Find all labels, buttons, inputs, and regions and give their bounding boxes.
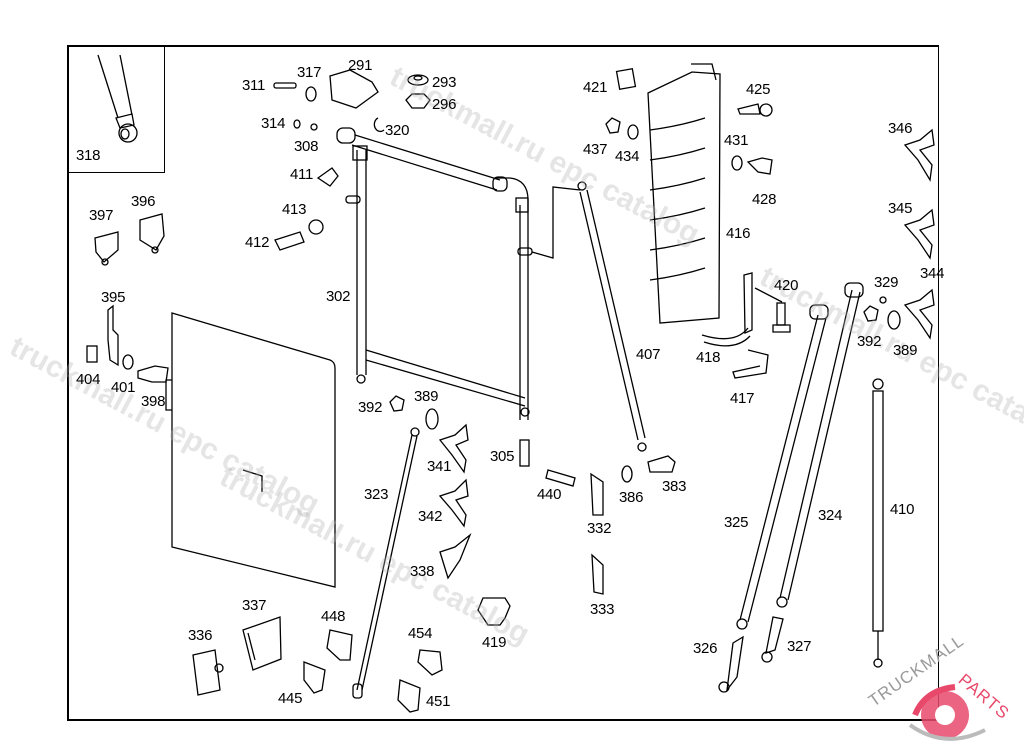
strut-325-icon xyxy=(736,304,829,630)
hardware-right-icon xyxy=(605,67,773,175)
gear-logo-icon xyxy=(908,684,986,741)
callout-404[interactable]: 404 xyxy=(76,371,101,388)
callout-413[interactable]: 413 xyxy=(282,201,307,218)
panel-icon xyxy=(165,312,336,588)
callout-396[interactable]: 396 xyxy=(131,193,156,210)
callout-345[interactable]: 345 xyxy=(888,200,913,217)
callout-320[interactable]: 320 xyxy=(385,122,410,139)
callout-401[interactable]: 401 xyxy=(111,379,136,396)
callout-389[interactable]: 389 xyxy=(893,342,918,359)
callout-425[interactable]: 425 xyxy=(746,81,771,98)
callout-392[interactable]: 392 xyxy=(857,333,882,350)
callout-397[interactable]: 397 xyxy=(89,207,114,224)
callout-451[interactable]: 451 xyxy=(426,693,451,710)
brackets-left-icon xyxy=(86,213,169,383)
callout-454[interactable]: 454 xyxy=(408,625,433,642)
strut-324-icon xyxy=(776,282,864,608)
callout-434[interactable]: 434 xyxy=(615,148,640,165)
callout-293[interactable]: 293 xyxy=(432,74,457,91)
detail-inset xyxy=(67,45,165,173)
callout-383[interactable]: 383 xyxy=(662,478,687,495)
callout-420[interactable]: 420 xyxy=(774,277,799,294)
callout-412[interactable]: 412 xyxy=(245,234,270,251)
callout-416[interactable]: 416 xyxy=(726,225,751,242)
strut-407-icon xyxy=(577,181,647,452)
callout-336[interactable]: 336 xyxy=(188,627,213,644)
callout-317[interactable]: 317 xyxy=(297,64,322,81)
brackets-bottom-icon xyxy=(192,616,443,713)
callout-314[interactable]: 314 xyxy=(261,115,286,132)
callout-417[interactable]: 417 xyxy=(730,390,755,407)
diagram-frame xyxy=(67,45,939,721)
callout-332[interactable]: 332 xyxy=(587,520,612,537)
callout-291[interactable]: 291 xyxy=(348,57,373,74)
callout-398[interactable]: 398 xyxy=(141,393,166,410)
callout-338[interactable]: 338 xyxy=(410,563,435,580)
callout-327[interactable]: 327 xyxy=(787,638,812,655)
callout-308[interactable]: 308 xyxy=(294,138,319,155)
frame-302-icon xyxy=(336,127,581,420)
callout-341[interactable]: 341 xyxy=(427,458,452,475)
callout-329[interactable]: 329 xyxy=(874,274,899,291)
callout-324[interactable]: 324 xyxy=(818,507,843,524)
callout-296[interactable]: 296 xyxy=(432,96,457,113)
callout-448[interactable]: 448 xyxy=(321,608,346,625)
callout-311[interactable]: 311 xyxy=(242,77,266,94)
strut-323-icon xyxy=(352,427,420,699)
strut-detail-318-icon xyxy=(97,54,138,143)
callout-418[interactable]: 418 xyxy=(696,349,721,366)
callout-411[interactable]: 411 xyxy=(290,166,314,183)
callout-337[interactable]: 337 xyxy=(242,597,267,614)
callout-318[interactable]: 318 xyxy=(76,147,101,164)
callout-325[interactable]: 325 xyxy=(724,514,749,531)
callout-386[interactable]: 386 xyxy=(619,489,644,506)
callout-302[interactable]: 302 xyxy=(326,288,351,305)
callout-342[interactable]: 342 xyxy=(418,508,443,525)
hinges-right-icon xyxy=(863,128,935,340)
callout-431[interactable]: 431 xyxy=(724,132,749,149)
callout-419[interactable]: 419 xyxy=(482,634,507,651)
callout-346[interactable]: 346 xyxy=(888,120,913,137)
callout-305[interactable]: 305 xyxy=(490,448,515,465)
callout-395[interactable]: 395 xyxy=(101,289,126,306)
callout-437[interactable]: 437 xyxy=(583,141,608,158)
callout-421[interactable]: 421 xyxy=(583,79,608,96)
callout-333[interactable]: 333 xyxy=(590,601,615,618)
small-parts-icon xyxy=(389,395,676,626)
callout-344[interactable]: 344 xyxy=(920,265,945,282)
callout-407[interactable]: 407 xyxy=(636,346,661,363)
clamps-icon xyxy=(701,272,791,379)
callout-410[interactable]: 410 xyxy=(890,501,915,518)
strut-410-icon xyxy=(872,378,884,668)
sleeves-icon xyxy=(718,616,784,693)
callout-323[interactable]: 323 xyxy=(364,486,389,503)
callout-389b[interactable]: 389 xyxy=(414,388,439,405)
hardware-top-icon xyxy=(273,69,431,251)
callout-440[interactable]: 440 xyxy=(537,486,562,503)
callout-428[interactable]: 428 xyxy=(752,191,777,208)
callout-392b[interactable]: 392 xyxy=(358,399,383,416)
cover-416-icon xyxy=(647,63,721,324)
truckmall-parts-logo: TRUCKMALL PARTS xyxy=(855,631,1024,750)
callout-445[interactable]: 445 xyxy=(278,690,303,707)
callout-326[interactable]: 326 xyxy=(693,640,718,657)
